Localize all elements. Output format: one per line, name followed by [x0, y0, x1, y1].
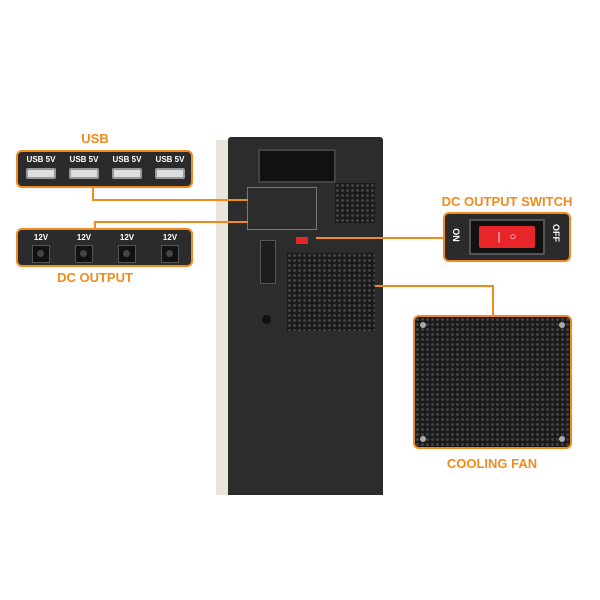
- dc-port: 12V: [106, 233, 148, 263]
- cooling-fan-label: COOLING FAN: [446, 456, 538, 471]
- switch-on-label: ON: [450, 228, 461, 242]
- usb-port: USB 5V: [63, 155, 105, 179]
- port-label: USB 5V: [26, 155, 56, 164]
- dc-output-callout: 12V 12V 12V 12V: [16, 228, 193, 267]
- usb-port: USB 5V: [149, 155, 191, 179]
- usb-callout: USB 5V USB 5V USB 5V USB 5V: [16, 150, 193, 188]
- usb-port: USB 5V: [106, 155, 148, 179]
- switch-leader-line: [316, 237, 443, 239]
- usb-leader-line: [92, 199, 248, 201]
- switch-off-label: OFF: [551, 224, 561, 242]
- top-handle-slot: [258, 149, 336, 183]
- card-slot: [260, 240, 276, 284]
- cooling-fan-callout: [413, 315, 572, 449]
- dc-port: 12V: [63, 233, 105, 263]
- port-label: 12V: [119, 233, 135, 242]
- small-fan: [335, 183, 375, 223]
- port-label: 12V: [33, 233, 49, 242]
- switch-callout: ON | ○ OFF: [443, 212, 571, 262]
- dc-port: 12V: [20, 233, 62, 263]
- usb-leader-line: [92, 188, 94, 200]
- port-label: USB 5V: [69, 155, 99, 164]
- port-label: 12V: [162, 233, 178, 242]
- rocker: | ○: [479, 226, 535, 248]
- dc-leader-line: [94, 222, 96, 229]
- large-fan: [287, 253, 375, 331]
- dc-port: 12V: [149, 233, 191, 263]
- port-label: 12V: [76, 233, 92, 242]
- dc-output-label: DC OUTPUT: [57, 270, 133, 285]
- switch-label: DC OUTPUT SWITCH: [441, 194, 573, 209]
- port-label: USB 5V: [112, 155, 142, 164]
- device-body: [228, 137, 383, 495]
- port-panel: [247, 187, 317, 230]
- fan-leader-line: [375, 285, 494, 287]
- dc-leader-line: [94, 221, 248, 223]
- port-label: USB 5V: [155, 155, 185, 164]
- round-port: [262, 315, 271, 324]
- usb-port: USB 5V: [20, 155, 62, 179]
- fan-leader-line: [492, 285, 494, 316]
- usb-label: USB: [81, 131, 109, 146]
- power-switch: [296, 237, 308, 244]
- rocker-switch: | ○: [469, 219, 545, 255]
